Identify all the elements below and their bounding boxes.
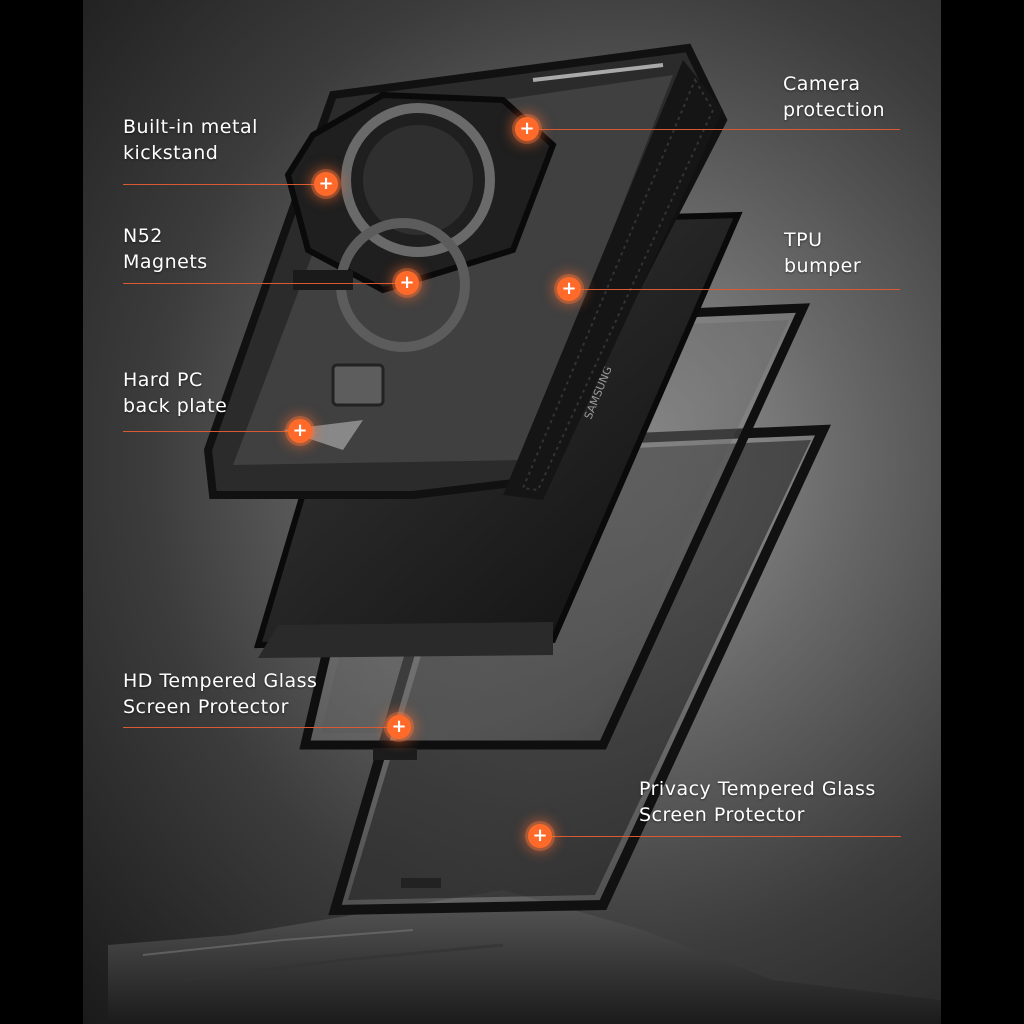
callout-privacy-glass-line bbox=[541, 836, 901, 837]
callout-camera-label: Camera protection bbox=[783, 73, 886, 121]
callout-backplate-line bbox=[123, 431, 301, 432]
rock-base bbox=[108, 890, 941, 1024]
callout-kickstand-line bbox=[123, 184, 328, 185]
plus-hotspot-icon[interactable]: + bbox=[288, 419, 312, 443]
callout-magnets-label: N52 Magnets bbox=[123, 225, 208, 273]
plus-hotspot-icon[interactable]: + bbox=[557, 277, 581, 301]
plus-hotspot-icon[interactable]: + bbox=[387, 715, 411, 739]
callout-hd-glass-label: HD Tempered Glass Screen Protector bbox=[123, 670, 318, 718]
kickstand-ring bbox=[284, 91, 557, 352]
callout-privacy-glass-label: Privacy Tempered Glass Screen Protector bbox=[639, 778, 876, 826]
product-illustration: SAMSUNG Built-in metal kickstand + Camer… bbox=[83, 0, 941, 1024]
plus-hotspot-icon[interactable]: + bbox=[314, 172, 338, 196]
callout-bumper-label: TPU bumper bbox=[784, 229, 862, 277]
exploded-case-graphic: SAMSUNG bbox=[108, 43, 941, 1024]
callout-hd-glass-line bbox=[123, 727, 400, 728]
callout-backplate-label: Hard PC back plate bbox=[123, 369, 228, 417]
plus-hotspot-icon[interactable]: + bbox=[515, 117, 539, 141]
plus-hotspot-icon[interactable]: + bbox=[395, 271, 419, 295]
plus-hotspot-icon[interactable]: + bbox=[528, 824, 552, 848]
callout-magnets-line bbox=[123, 283, 408, 284]
callout-camera-line bbox=[528, 129, 900, 130]
callout-bumper-line bbox=[570, 289, 900, 290]
callout-kickstand-label: Built-in metal kickstand bbox=[123, 116, 258, 164]
